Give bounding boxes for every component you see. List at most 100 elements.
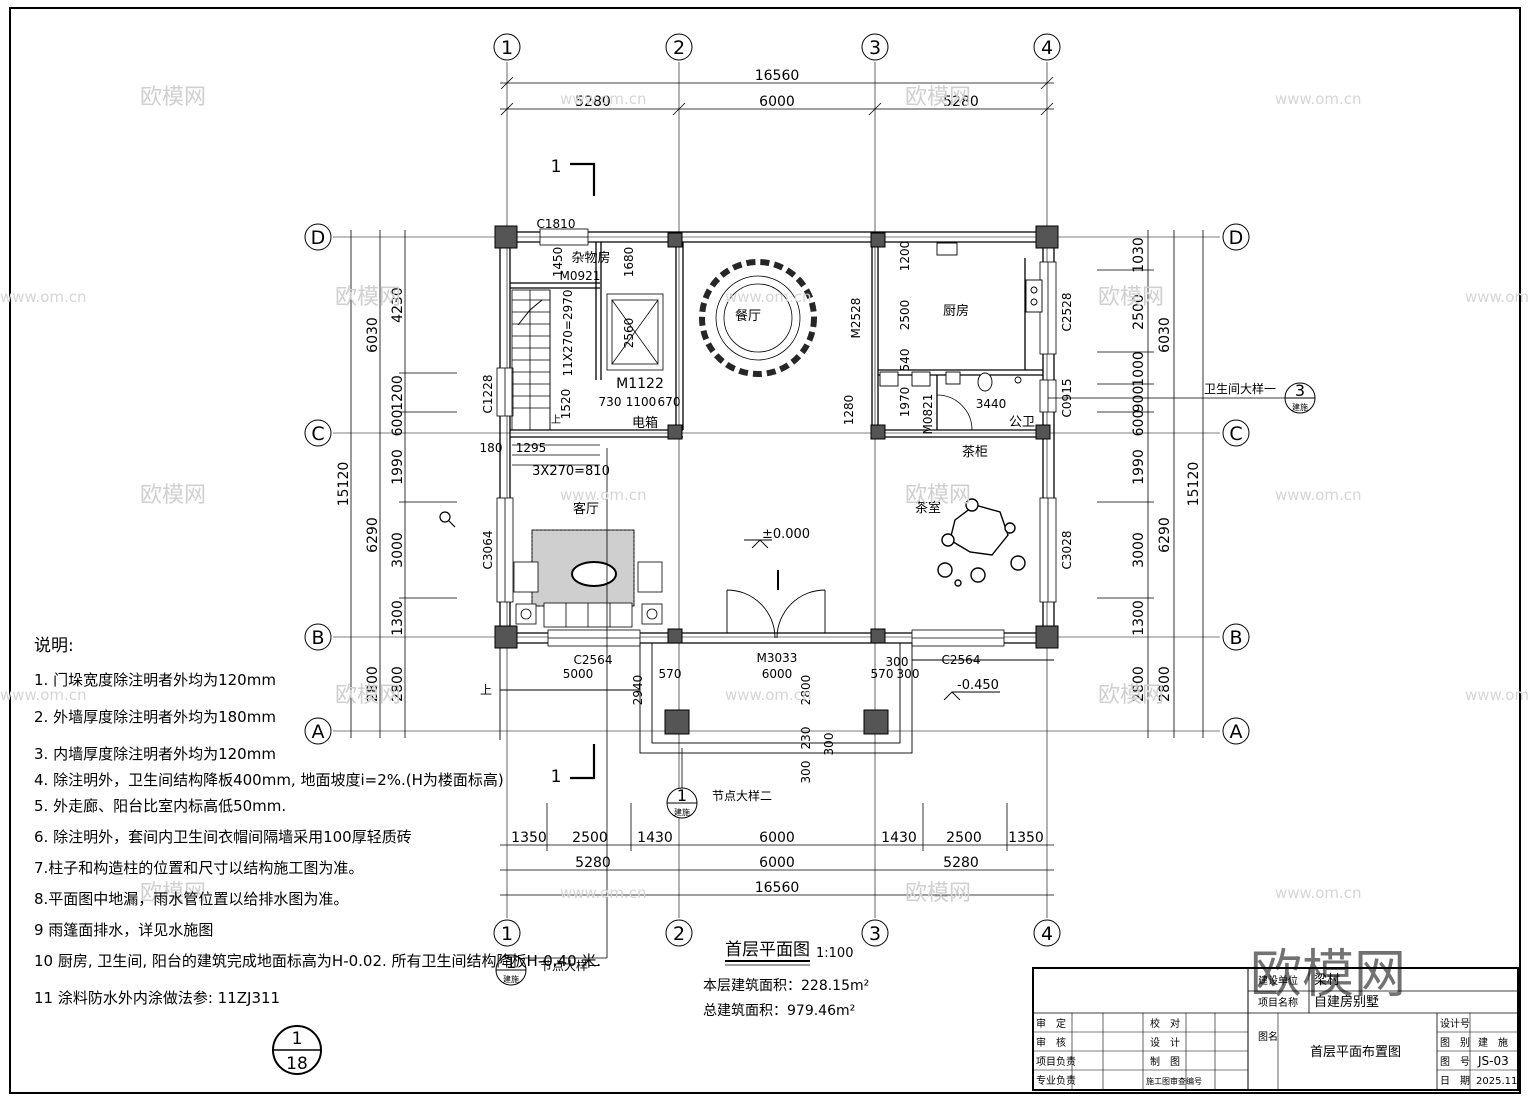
drawing-title-name: 首层平面图 [725,940,810,960]
svg-text:1350: 1350 [1008,830,1044,846]
svg-text:1450: 1450 [551,247,565,278]
svg-text:6030: 6030 [365,317,381,353]
svg-text:300: 300 [822,733,836,756]
svg-text:自建房别墅: 自建房别墅 [1314,994,1379,1010]
notes: 说明: 1. 门垛宽度除注明者外均为120mm 2. 外墙厚度除注明者外均为18… [34,636,634,1025]
axis-D-right: D [1222,223,1250,251]
svg-text:D: D [1229,227,1244,249]
svg-text:C2564: C2564 [574,653,613,667]
svg-text:设 计: 设 计 [1150,1036,1180,1049]
axis-3-top: 3 [861,33,889,61]
svg-text:1990: 1990 [1131,449,1147,485]
svg-text:230: 230 [799,727,813,750]
stair [511,289,600,466]
axis-4-bottom: 4 [1033,919,1061,947]
svg-text:建设单位: 建设单位 [1258,974,1298,987]
svg-text:上: 上 [551,414,561,426]
svg-text:2: 2 [673,923,685,945]
svg-text:6000: 6000 [759,855,795,871]
axis-C-right: C [1222,419,1250,447]
note-item: 4. 除注明外，卫生间结构降板400mm, 地面坡度i=2%.(H为楼面标高) [34,771,504,789]
svg-text:欧模网: 欧模网 [140,483,206,508]
svg-text:2500: 2500 [572,830,608,846]
svg-text:3000: 3000 [1131,532,1147,568]
svg-text:设计号: 设计号 [1440,1017,1470,1030]
svg-text:2500: 2500 [946,830,982,846]
svg-text:D: D [311,227,326,249]
note-item: 8.平面图中地漏，雨水管位置以给排水图为准。 [34,890,349,908]
svg-text:1680: 1680 [622,247,636,278]
axis-B-left: B [304,623,332,651]
svg-text:欧模网: 欧模网 [905,483,971,508]
svg-text:梁村: 梁村 [1314,973,1340,988]
svg-text:6290: 6290 [1157,517,1173,553]
svg-text:www.om.cn: www.om.cn [725,686,812,704]
svg-text:1200: 1200 [898,241,912,272]
room-dining: 餐厅 [735,308,761,324]
svg-text:建 施: 建 施 [1478,1036,1508,1049]
svg-text:900: 900 [1131,386,1147,413]
svg-text:www.om.cn: www.om.cn [725,288,812,306]
svg-text:1200: 1200 [390,375,406,411]
svg-text:300: 300 [799,761,813,784]
leader-lines [523,397,1287,959]
svg-text:2500: 2500 [1131,294,1147,330]
svg-text:5280: 5280 [575,94,611,110]
svg-text:M0921: M0921 [560,269,601,283]
svg-text:节点大样二: 节点大样二 [712,788,772,803]
svg-text:www.om.cn: www.om.cn [1275,486,1362,504]
magnifier-icon[interactable] [439,511,456,528]
svg-text:欧模网: 欧模网 [1098,285,1164,310]
svg-text:卫生间大样一: 卫生间大样一 [1204,381,1276,396]
svg-text:3000: 3000 [390,532,406,568]
svg-text:JS-03: JS-03 [1477,1054,1509,1068]
svg-text:B: B [311,627,324,649]
watermark-logo-large: 欧模网 [1250,945,1406,1005]
svg-text:3: 3 [869,37,881,59]
svg-text:www.om.cn: www.om.cn [1465,288,1528,306]
svg-text:5280: 5280 [575,855,611,871]
axis-4-top: 4 [1033,33,1061,61]
svg-text:1: 1 [551,767,562,787]
note-item: 7.柱子和构造柱的位置和尺寸以结构施工图为准。 [34,859,364,877]
elevation-symbols [744,539,1000,701]
callout-ref-11zj311: 1 18 [272,1025,322,1075]
svg-text:欧模网: 欧模网 [905,881,971,906]
floor-area: 本层建筑面积：228.15m² [703,978,869,994]
dimension-lines [350,76,1204,896]
note-item: 11 涂料防水外内涂做法参: 11ZJ311 [34,989,281,1007]
svg-text:www.om.cn: www.om.cn [1275,90,1362,108]
svg-text:www.om.cn: www.om.cn [560,884,647,902]
svg-text:1100: 1100 [626,395,657,409]
room-tea: 茶室 [915,500,941,516]
svg-text:1: 1 [292,1029,303,1049]
svg-text:1300: 1300 [1131,600,1147,636]
svg-text:M2528: M2528 [849,298,863,339]
svg-text:570: 570 [871,667,894,681]
svg-text:M0821: M0821 [921,394,935,435]
svg-text:欧模网: 欧模网 [140,881,206,906]
room-labels: 杂物房 餐厅 厨房 客厅 茶室 公卫 茶柜 电箱 [571,250,1035,517]
svg-text:180: 180 [480,441,503,455]
svg-text:2800: 2800 [1131,666,1147,702]
svg-text:4: 4 [1041,37,1053,59]
svg-text:1: 1 [501,37,513,59]
svg-text:3: 3 [869,923,881,945]
svg-text:6290: 6290 [365,517,381,553]
svg-text:欧模网: 欧模网 [335,285,401,310]
note-item: 6. 除注明外，套间内卫生间衣帽间隔墙采用100厚轻质砖 [34,828,412,846]
svg-text:±0.000: ±0.000 [762,527,810,542]
section-marks [570,162,596,780]
living-room-furniture [513,529,663,628]
wc-door [936,394,973,431]
svg-text:2025.11: 2025.11 [1476,1076,1517,1087]
svg-text:图 号: 图 号 [1440,1056,1470,1068]
svg-text:www.om.cn: www.om.cn [0,288,87,306]
svg-text:300: 300 [897,667,920,681]
main-door [726,570,826,639]
svg-text:www.om.cn: www.om.cn [560,90,647,108]
svg-text:15120: 15120 [1186,462,1202,507]
svg-text:5280: 5280 [943,94,979,110]
porch [499,642,1054,754]
